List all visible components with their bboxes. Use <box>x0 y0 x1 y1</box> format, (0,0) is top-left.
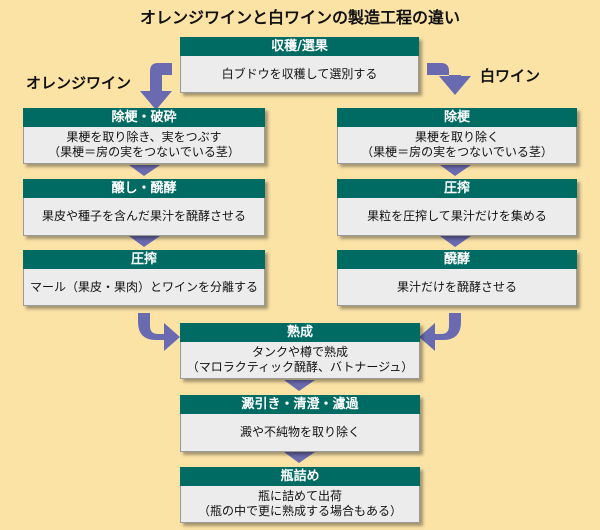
step-harvest-desc: 白ブドウを収穫して選別する <box>180 56 419 93</box>
step-orange-destem-line-1: 果梗を取り除き、実をつぶす <box>66 130 222 144</box>
arrow-orange-1 <box>129 165 160 176</box>
step-orange-press-desc: マール（果皮・果肉）とワインを分離する <box>23 269 265 306</box>
diagram-title: オレンジワインと白ワインの製造工程の違い <box>139 8 460 27</box>
step-clarify: 澱引き・清澄・濾過 澱や不純物を取り除く <box>180 395 420 452</box>
step-white-destem: 除梗 果梗を取り除く （果梗＝房の実をつないでいる茎） <box>337 108 577 164</box>
step-white-ferment-title: 醗酵 <box>337 250 577 269</box>
arrow-white-to-aging <box>419 313 461 351</box>
step-white-ferment-line-1: 果汁だけを醗酵させる <box>396 279 517 294</box>
step-bottling-line-2: （瓶の中で更に熟成する場合もある） <box>197 504 402 518</box>
step-harvest-title: 収穫/選果 <box>180 37 419 56</box>
step-harvest: 収穫/選果 白ブドウを収穫して選別する <box>180 37 419 93</box>
step-white-destem-line-2: （果梗＝房の実をつないでいる茎） <box>361 145 553 159</box>
step-white-press-title: 圧搾 <box>337 179 577 198</box>
step-aging-line-1: タンクや樽で熟成 <box>251 345 348 359</box>
step-bottling: 瓶詰め 瓶に詰めて出荷 （瓶の中で更に熟成する場合もある） <box>180 467 420 523</box>
step-white-press-line-1: 果粒を圧搾して果汁だけを集める <box>367 209 547 223</box>
step-white-press-desc: 果粒を圧搾して果汁だけを集める <box>337 198 577 236</box>
step-white-destem-title: 除梗 <box>337 108 577 127</box>
step-white-destem-desc: 果梗を取り除く （果梗＝房の実をつないでいる茎） <box>337 127 577 164</box>
step-bottling-line-1: 瓶に詰めて出荷 <box>257 489 342 503</box>
step-aging-title: 熟成 <box>180 323 420 342</box>
arrow-orange-2 <box>129 236 160 247</box>
step-orange-ferment-desc: 果皮や種子を含んだ果汁を醗酵させる <box>23 198 265 236</box>
step-clarify-desc: 澱や不純物を取り除く <box>180 414 420 452</box>
step-white-destem-line-1: 果梗を取り除く <box>414 130 499 144</box>
step-orange-destem-title: 除梗・破砕 <box>23 108 265 127</box>
arrow-center-2 <box>284 452 315 463</box>
step-clarify-line-1: 澱や不純物を取り除く <box>239 425 360 439</box>
step-orange-press: 圧搾 マール（果皮・果肉）とワインを分離する <box>23 250 265 306</box>
arrow-to-orange <box>140 63 172 110</box>
step-harvest-line-1: 白ブドウを収穫して選別する <box>221 66 378 81</box>
step-bottling-title: 瓶詰め <box>180 467 420 486</box>
step-orange-destem-line-2: （果梗＝房の実をつないでいる茎） <box>48 145 240 159</box>
arrow-center-1 <box>284 380 315 391</box>
arrow-white-2 <box>440 236 471 247</box>
step-aging: 熟成 タンクや樽で熟成 （マロラクティック醗酵、バトナージュ） <box>180 323 420 379</box>
arrow-white-1 <box>440 165 471 176</box>
step-orange-ferment: 醸し・醗酵 果皮や種子を含んだ果汁を醗酵させる <box>23 179 265 236</box>
step-aging-desc: タンクや樽で熟成 （マロラクティック醗酵、バトナージュ） <box>180 342 420 379</box>
step-clarify-title: 澱引き・清澄・濾過 <box>180 395 420 414</box>
step-orange-press-title: 圧搾 <box>23 250 265 269</box>
step-orange-destem-desc: 果梗を取り除き、実をつぶす （果梗＝房の実をつないでいる茎） <box>23 127 265 164</box>
arrow-to-white <box>427 63 471 95</box>
label-orange-wine: オレンジワイン <box>26 74 132 92</box>
arrow-orange-to-aging <box>138 313 180 351</box>
step-bottling-desc: 瓶に詰めて出荷 （瓶の中で更に熟成する場合もある） <box>180 486 420 523</box>
step-orange-ferment-line-1: 果皮や種子を含んだ果汁を醗酵させる <box>41 209 246 223</box>
label-white-wine: 白ワイン <box>480 67 541 85</box>
step-orange-destem: 除梗・破砕 果梗を取り除き、実をつぶす （果梗＝房の実をつないでいる茎） <box>23 108 265 164</box>
step-white-press: 圧搾 果粒を圧搾して果汁だけを集める <box>337 179 577 236</box>
step-white-ferment: 醗酵 果汁だけを醗酵させる <box>337 250 577 306</box>
step-aging-line-2: （マロラクティック醗酵、バトナージュ） <box>186 360 414 374</box>
step-white-ferment-desc: 果汁だけを醗酵させる <box>337 269 577 306</box>
step-orange-ferment-title: 醸し・醗酵 <box>23 179 265 198</box>
step-orange-press-line-1: マール（果皮・果肉）とワインを分離する <box>29 279 258 294</box>
